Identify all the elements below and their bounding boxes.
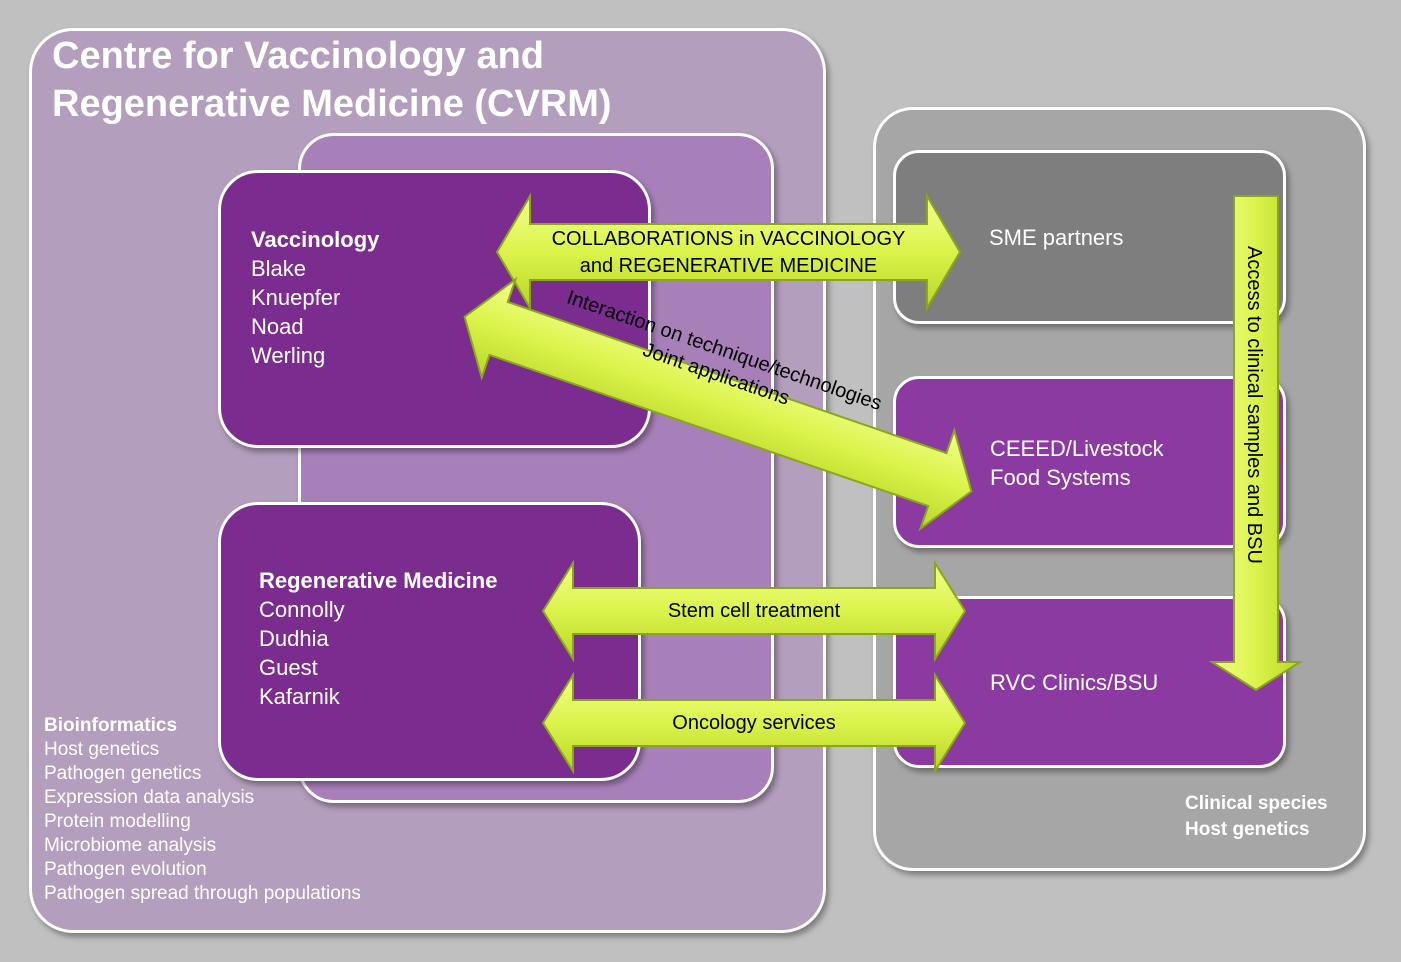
stem-cell-arrow [541, 559, 967, 663]
vaccinology-list: Vaccinology Blake Knuepfer Noad Werling [251, 225, 379, 370]
rvc-clinics-label: RVC Clinics/BSU [990, 670, 1159, 695]
collaboration-arrow [495, 192, 962, 312]
oncology-arrow [541, 671, 967, 775]
clinical-species-line1: Clinical species [1185, 793, 1328, 814]
bioinformatics-item: Protein modelling [44, 811, 191, 832]
page-title: Centre for Vaccinology and Regenerative … [52, 35, 612, 125]
ceeed-box [893, 376, 1286, 548]
vaccinology-member: Werling [251, 343, 326, 368]
collaboration-label: COLLABORATIONS in VACCINOLOGY and REGENE… [530, 226, 927, 280]
bioinformatics-list: Bioinformatics Host genetics Pathogen ge… [44, 714, 361, 906]
clinical-species-label: Clinical species Host genetics [1185, 791, 1328, 843]
bioinformatics-item: Microbiome analysis [44, 835, 217, 856]
oncology-label: Oncology services [672, 712, 836, 734]
regenerative-heading: Regenerative Medicine [259, 568, 498, 593]
ceeed-label-line1: CEEED/Livestock [990, 436, 1164, 461]
bioinformatics-item: Pathogen genetics [44, 763, 202, 784]
clinical-species-line2: Host genetics [1185, 819, 1310, 840]
stem-cell-label: Stem cell treatment [667, 600, 841, 622]
bioinformatics-item: Expression data analysis [44, 787, 255, 808]
regenerative-member: Kafarnik [259, 684, 340, 709]
regenerative-member: Connolly [259, 597, 345, 622]
access-arrow [1208, 195, 1304, 692]
ceeed-label-line2: Food Systems [990, 465, 1131, 490]
sme-partners-box [893, 150, 1286, 324]
bioinformatics-heading: Bioinformatics [44, 715, 178, 736]
interaction-arrow [463, 276, 973, 532]
bioinformatics-item: Pathogen evolution [44, 859, 207, 880]
collaboration-label-line2: and REGENERATIVE MEDICINE [579, 255, 878, 277]
access-label: Access to clinical samples and BSU [1243, 246, 1265, 564]
regenerative-member: Dudhia [259, 626, 329, 651]
vaccinology-member: Noad [251, 314, 304, 339]
vaccinology-box [218, 170, 651, 448]
sme-partners-label: SME partners [989, 225, 1124, 250]
bioinformatics-item: Pathogen spread through populations [44, 883, 361, 904]
ceeed-label: CEEED/Livestock Food Systems [990, 434, 1164, 492]
bioinformatics-item: Host genetics [44, 739, 160, 760]
vaccinology-member: Knuepfer [251, 285, 341, 310]
collaboration-label-line1: COLLABORATIONS in VACCINOLOGY [551, 228, 906, 250]
vaccinology-heading: Vaccinology [251, 227, 380, 252]
rvc-clinics-box [893, 596, 1286, 768]
vaccinology-member: Blake [251, 256, 307, 281]
regenerative-member: Guest [259, 655, 318, 680]
regenerative-list: Regenerative Medicine Connolly Dudhia Gu… [259, 566, 497, 711]
